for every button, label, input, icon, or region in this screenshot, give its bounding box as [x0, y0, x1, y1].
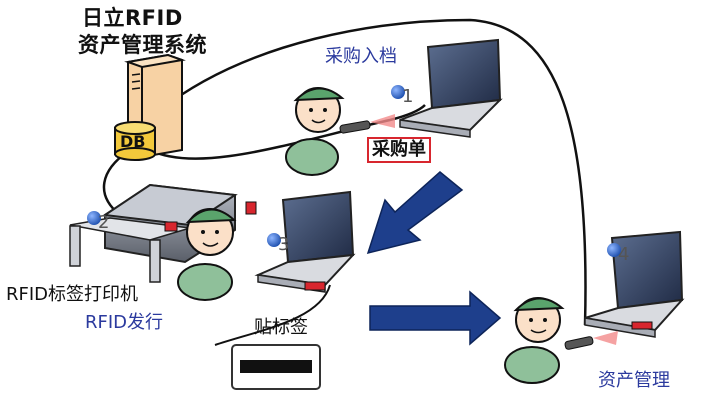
arrow-laptop3-to-manage [369, 290, 502, 346]
step-4-number: 4 [618, 244, 630, 265]
cable-laptop3-tag [214, 284, 331, 346]
attach-tag-label: 贴标签 [254, 317, 308, 338]
purchase-entry-label: 采购入档 [325, 46, 397, 67]
rfid-tag-sticker-icon [231, 344, 321, 390]
worker-scanning-form-icon [285, 87, 395, 176]
step-1-number: 1 [402, 86, 414, 107]
purchase-form-label: 采购单 [367, 137, 431, 163]
db-label: DB [120, 132, 146, 151]
step-3-number: 3 [278, 234, 290, 255]
laptop-4-icon [584, 230, 685, 338]
arrow-form-to-laptop3 [366, 171, 464, 255]
system-title-line2: 资产管理系统 [78, 33, 207, 57]
step-3-marker-icon [267, 233, 281, 247]
step-2-number: 2 [98, 212, 110, 233]
asset-management-label: 资产管理 [598, 370, 670, 391]
step-2-marker-icon [87, 211, 101, 225]
system-title-line1: 日立RFID [82, 6, 183, 30]
step-1-marker-icon [391, 85, 405, 99]
laptop-1-icon [399, 38, 503, 138]
cable-db-to-laptop1 [149, 104, 426, 160]
worker-printer-icon [177, 201, 257, 301]
step-4-marker-icon [607, 243, 621, 257]
database-icon [114, 121, 156, 161]
laptop-3-icon [254, 190, 356, 293]
printer-label: RFID标签打印机 [6, 284, 139, 305]
cable-db-to-laptop4 [159, 18, 587, 326]
worker-asset-check-icon [504, 297, 618, 384]
rfid-issue-label: RFID发行 [85, 312, 164, 333]
